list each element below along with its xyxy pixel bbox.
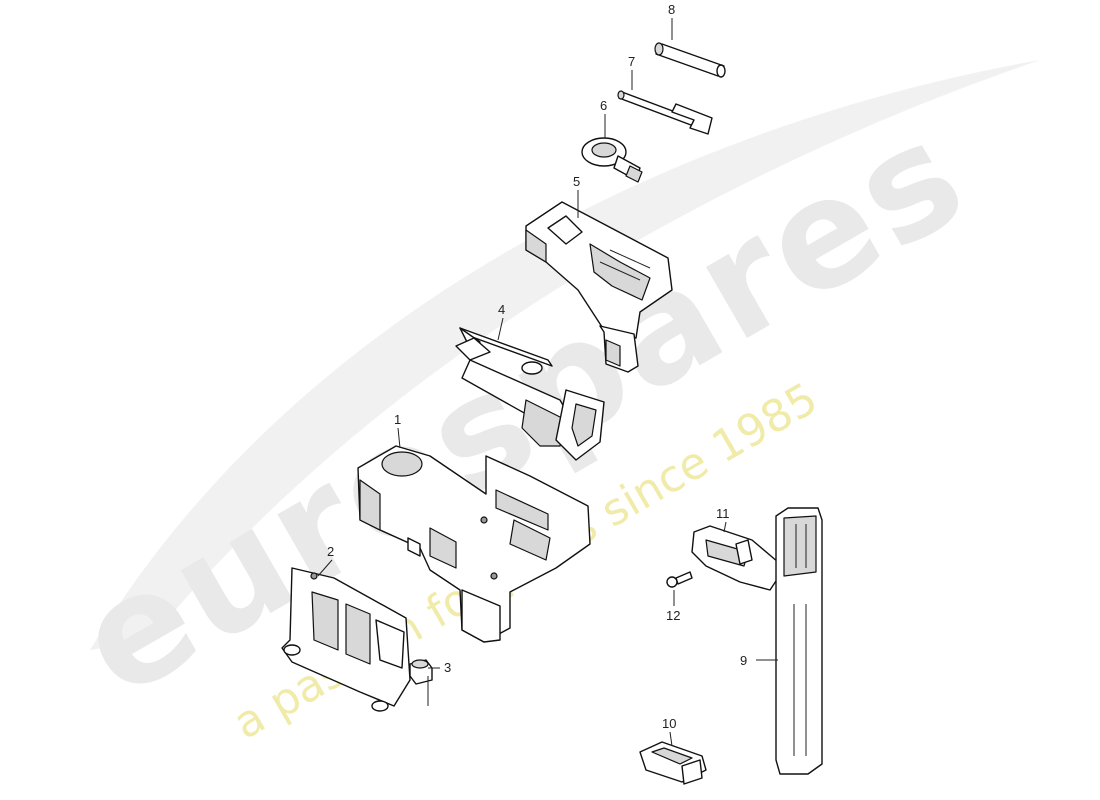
part-6-towing-eye: [581, 137, 643, 183]
leader-lines: [317, 18, 778, 747]
part-2-bracket: [281, 567, 411, 712]
part-12-screw: [666, 571, 693, 588]
label-4: 4: [498, 302, 505, 317]
label-7: 7: [628, 54, 635, 69]
label-12: 12: [666, 608, 680, 623]
label-9: 9: [740, 653, 747, 668]
part-5-holder: [525, 201, 673, 373]
label-5: 5: [573, 174, 580, 189]
part-4-jack: [455, 327, 605, 461]
label-6: 6: [600, 98, 607, 113]
label-10: 10: [662, 716, 676, 731]
watermark-swoosh: [90, 60, 1040, 650]
part-1-housing: [357, 445, 591, 643]
part-3-nut: [409, 659, 433, 685]
part-8-pin: [654, 42, 726, 78]
label-11: 11: [716, 506, 730, 521]
part-9-bag: [775, 507, 823, 775]
part-labels: 8 7 6 5 4 1 2 3 11 12 9 10: [327, 2, 747, 731]
part-7-rod: [617, 90, 713, 135]
label-2: 2: [327, 544, 334, 559]
part-10-block: [639, 741, 707, 785]
part-11-clip: [691, 525, 779, 591]
label-8: 8: [668, 2, 675, 17]
label-3: 3: [444, 660, 451, 675]
label-1: 1: [394, 412, 401, 427]
